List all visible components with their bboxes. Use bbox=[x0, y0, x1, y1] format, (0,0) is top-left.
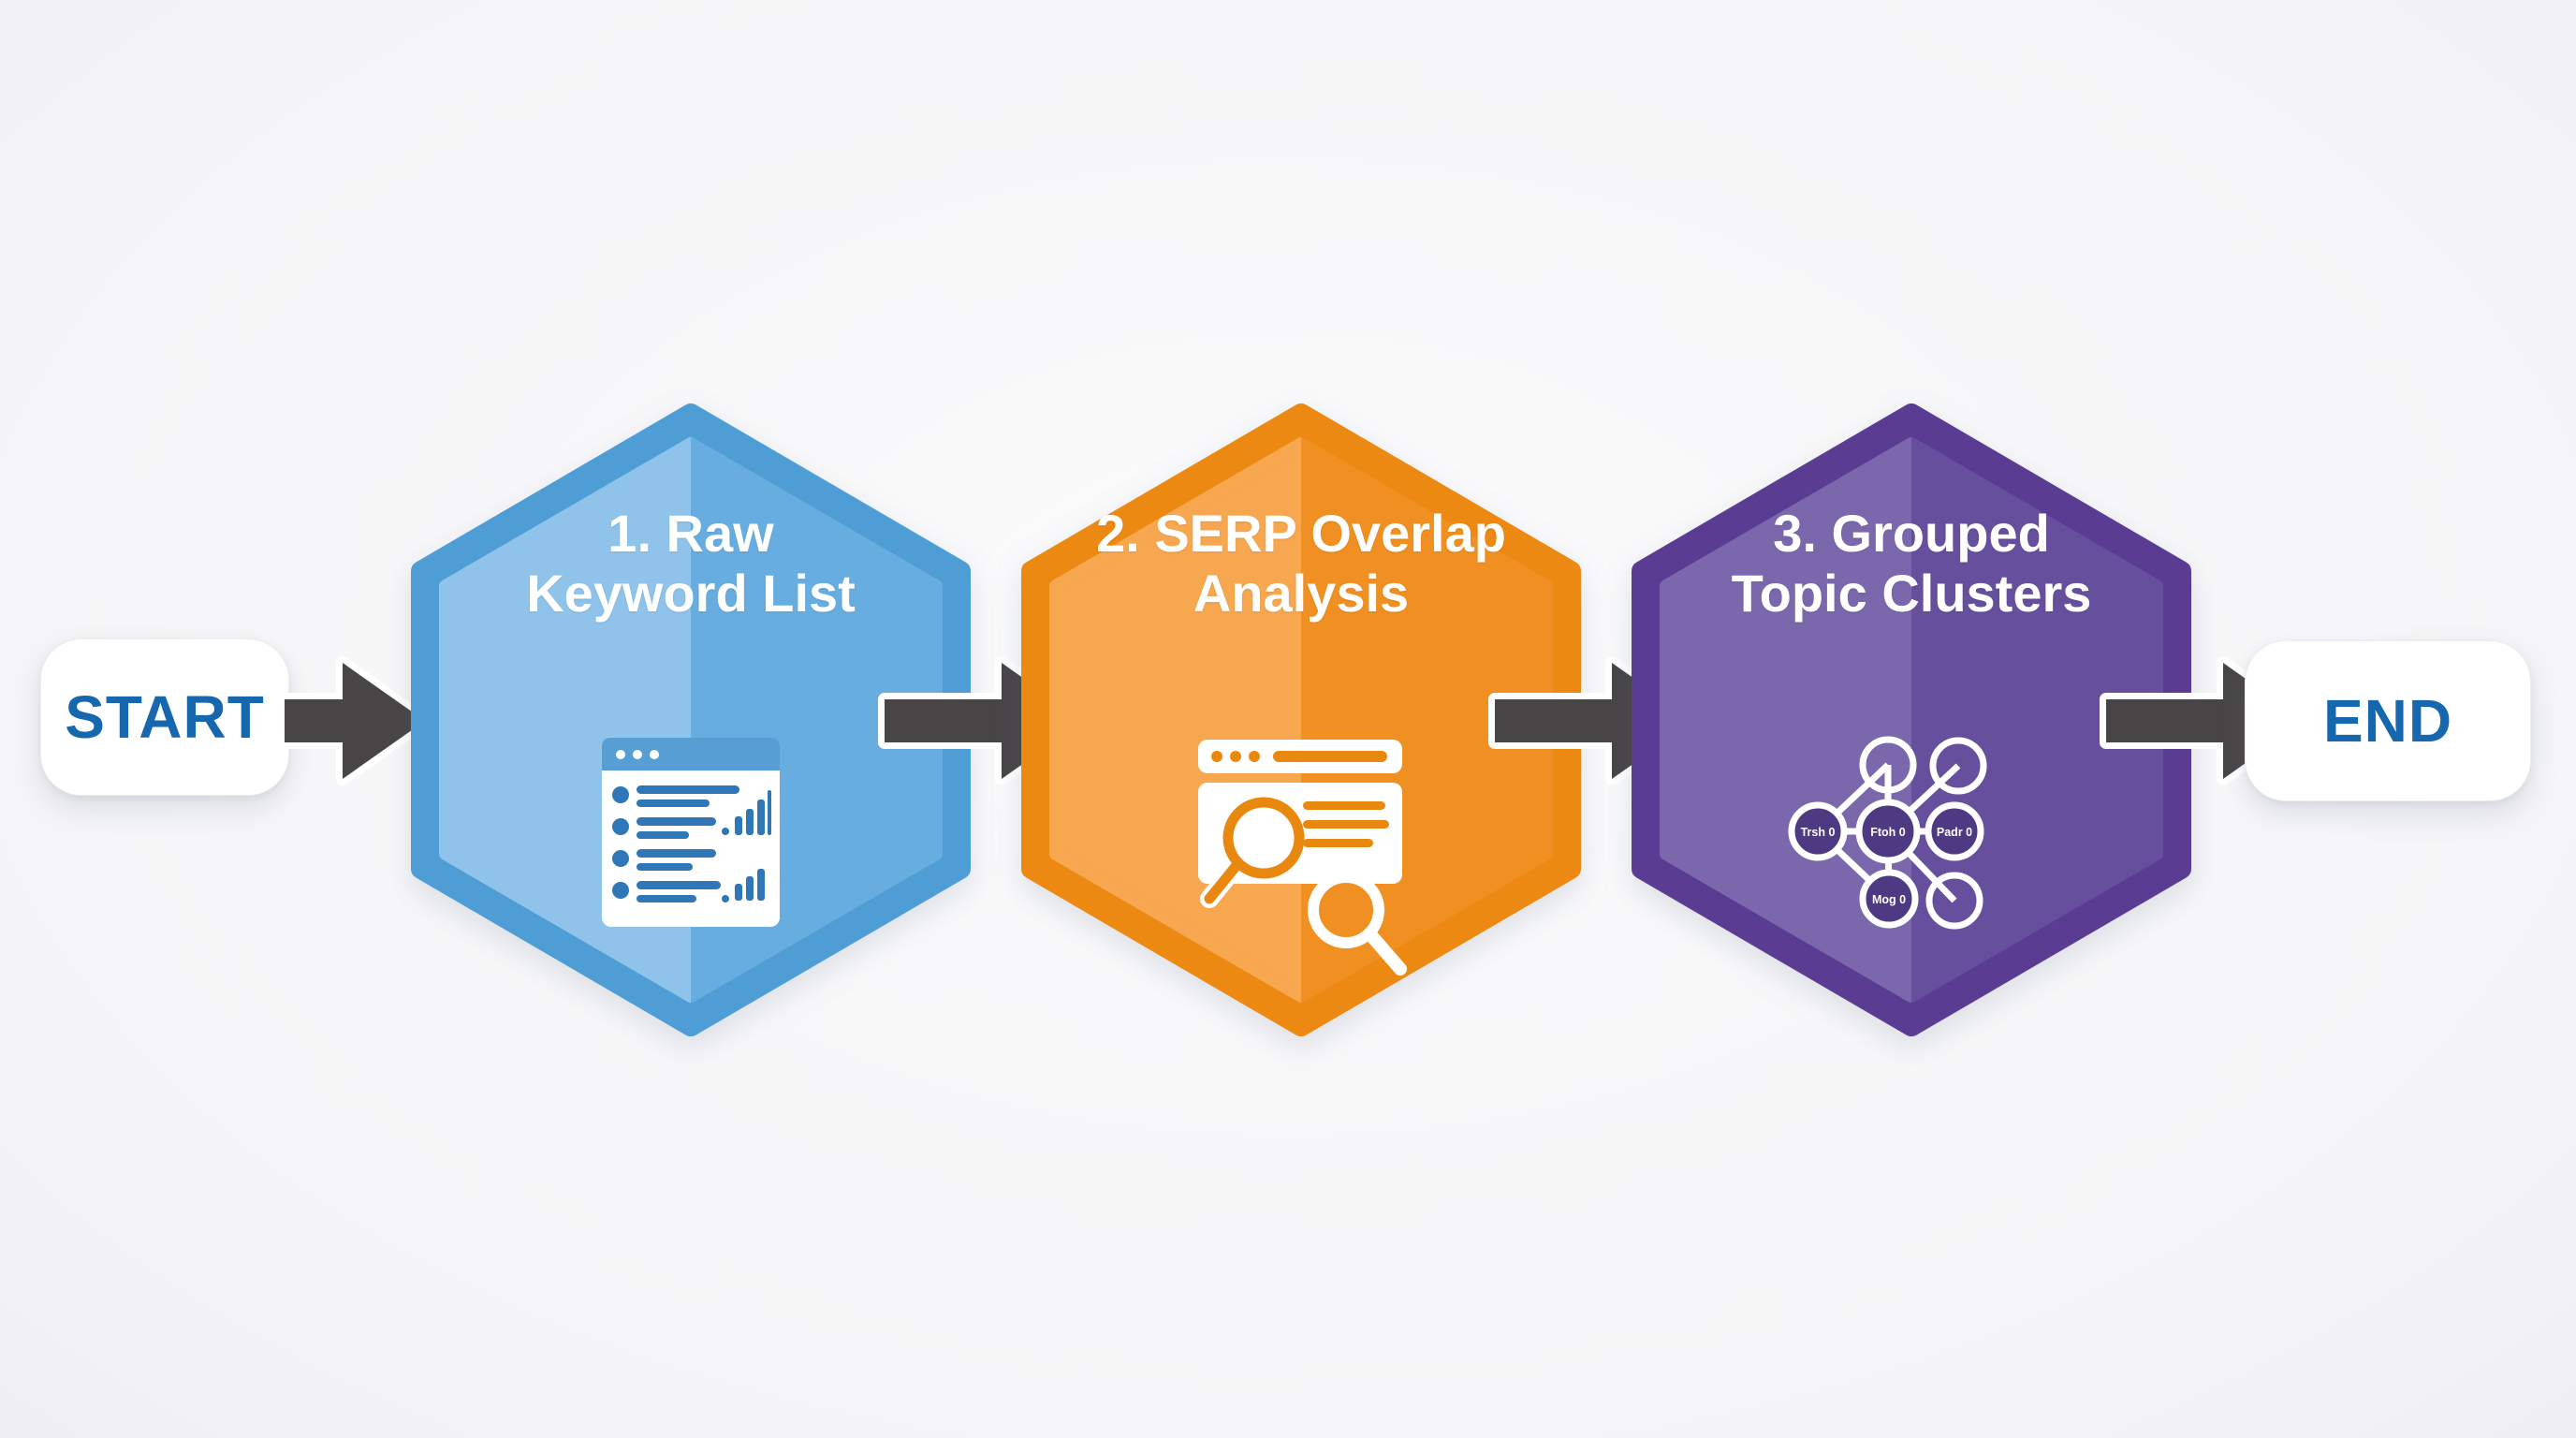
start-node: START bbox=[40, 638, 289, 796]
window-titlebar bbox=[602, 738, 780, 770]
step-title-line1: 2. SERP Overlap bbox=[1096, 504, 1506, 563]
step-title-line2: Topic Clusters bbox=[1731, 564, 2092, 623]
step-title-serp-overlap: 2. SERP Overlap Analysis bbox=[1020, 504, 1582, 624]
step-title-line2: Analysis bbox=[1193, 564, 1410, 623]
cluster-node bbox=[1925, 801, 1984, 861]
window-frame bbox=[602, 738, 780, 927]
magnifier-icon bbox=[1200, 797, 1305, 908]
step-title-line2: Keyword List bbox=[526, 564, 856, 623]
cluster-node-empty bbox=[1859, 736, 1917, 794]
step-title-line1: 3. Grouped bbox=[1773, 504, 2050, 563]
cluster-node-label: Padr 0 bbox=[1937, 826, 1972, 839]
cluster-node bbox=[1788, 801, 1848, 861]
end-label: END bbox=[2322, 687, 2453, 755]
step-title-line1: 1. Raw bbox=[607, 504, 774, 563]
flow-arrow-1 bbox=[278, 656, 432, 785]
bar-chart-glyph bbox=[722, 790, 771, 835]
step-hexagon-raw-keyword-list bbox=[411, 404, 971, 1036]
step-hexagon-topic-clusters: Trsh 0 Ftoh 0 Padr 0 Mog 0 bbox=[1632, 404, 2191, 1036]
step-hexagon-serp-overlap bbox=[1021, 404, 1581, 1036]
serp-result-lines bbox=[1303, 801, 1389, 847]
hexagon-fill-right bbox=[1911, 437, 2163, 1003]
bar-chart-glyph bbox=[722, 869, 765, 902]
cluster-node-empty bbox=[1929, 737, 1987, 795]
magnifier-icon bbox=[1308, 872, 1407, 976]
arrow-right-icon bbox=[278, 656, 432, 785]
step-title-topic-clusters: 3. Grouped Topic Clusters bbox=[1631, 504, 2192, 624]
cluster-node bbox=[1855, 799, 1921, 864]
end-node: END bbox=[2245, 640, 2531, 801]
topic-cluster-graph-icon: Trsh 0 Ftoh 0 Padr 0 Mog 0 bbox=[1788, 736, 1987, 930]
serp-magnifier-window-icon bbox=[1198, 740, 1407, 976]
keyword-list-window-icon bbox=[602, 738, 780, 927]
step-title-raw-keyword-list: 1. Raw Keyword List bbox=[410, 504, 972, 624]
start-label: START bbox=[65, 683, 265, 751]
cluster-node bbox=[1859, 869, 1919, 929]
keyword-rows bbox=[612, 785, 771, 902]
cluster-node-label: Mog 0 bbox=[1872, 893, 1906, 906]
cluster-node-empty bbox=[1925, 872, 1983, 930]
window-dots-icon bbox=[616, 750, 659, 759]
cluster-node-label: Trsh 0 bbox=[1801, 826, 1836, 839]
cluster-node-label: Ftoh 0 bbox=[1870, 826, 1906, 839]
window-dots-icon bbox=[1211, 751, 1387, 762]
